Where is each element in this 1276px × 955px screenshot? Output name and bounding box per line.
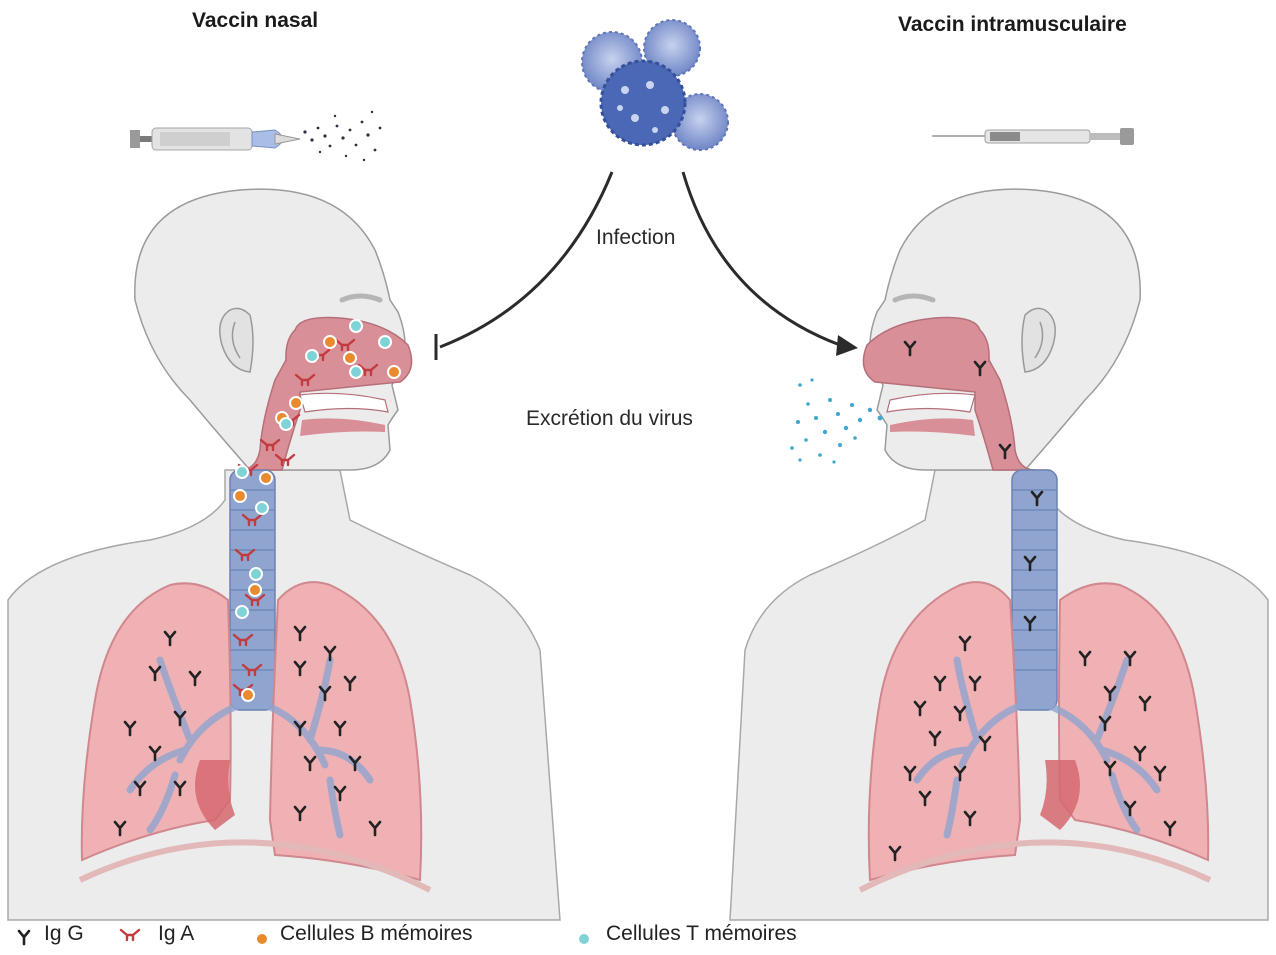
shedding-droplets — [790, 378, 882, 463]
intramuscular-vaccine-title: Vaccin intramusculaire — [898, 13, 1127, 37]
intramuscular-syringe — [932, 128, 1134, 145]
infection-caption: Infection — [596, 226, 675, 250]
nasal-spray-syringe — [130, 128, 300, 150]
iga-legend-icon — [121, 930, 139, 940]
blocked-arrow — [440, 172, 612, 347]
spray-mist — [303, 111, 381, 161]
virus-cluster — [582, 20, 728, 150]
infection-arrow — [683, 172, 840, 345]
shedding-caption: Excrétion du virus — [526, 407, 693, 431]
nasal-vaccine-title: Vaccin nasal — [192, 9, 318, 33]
infection-arrows — [436, 172, 858, 360]
igg-legend-icon — [19, 931, 29, 944]
legend-iga-label: Ig A — [158, 922, 194, 946]
left-person — [8, 189, 560, 920]
right-person — [730, 189, 1268, 920]
legend-igg-label: Ig G — [44, 922, 84, 946]
legend-t-cells-label: Cellules T mémoires — [606, 922, 797, 946]
t-cell-legend-icon — [579, 934, 589, 944]
legend-b-cells-label: Cellules B mémoires — [280, 922, 473, 946]
b-cell-legend-icon — [257, 934, 267, 944]
